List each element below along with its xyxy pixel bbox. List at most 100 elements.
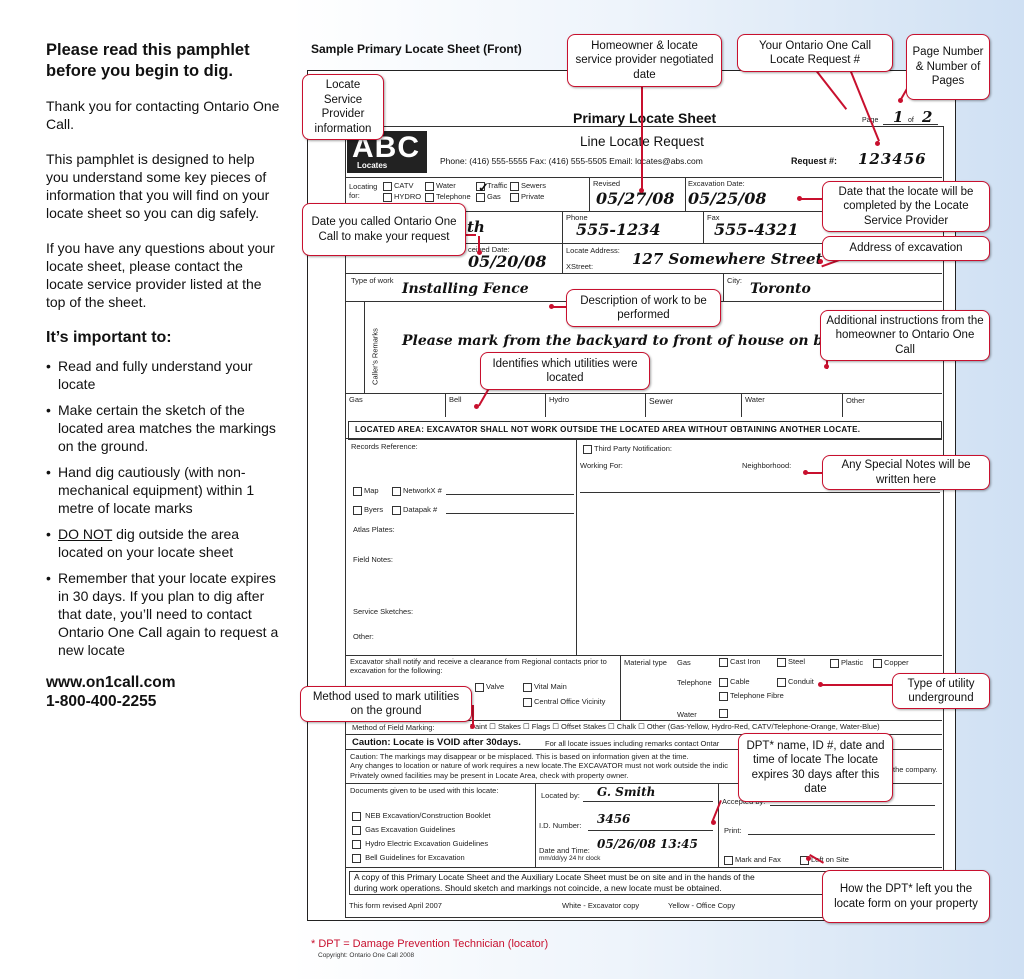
divider <box>364 301 365 393</box>
pointer-line <box>472 705 474 727</box>
doc-check-neb[interactable]: NEB Excavation/Construction Booklet <box>352 811 491 821</box>
divider <box>346 655 942 656</box>
address-value: 127 Somewhere Street <box>632 250 823 268</box>
fax-value: 555-4321 <box>714 220 799 239</box>
vital-main-check[interactable]: Vital Main <box>523 682 567 692</box>
divider <box>445 393 446 417</box>
type-of-work-value: Installing Fence <box>402 281 529 297</box>
byers-check[interactable]: Byers <box>353 505 383 515</box>
name-partial: th <box>467 218 485 236</box>
util-check-water[interactable]: Water <box>425 181 456 191</box>
request-number: 123456 <box>858 150 927 168</box>
divider <box>576 438 577 655</box>
valve-check[interactable]: Valve <box>475 682 504 692</box>
pointer-dot <box>818 682 823 687</box>
divider <box>346 393 942 394</box>
material-gas-label: Gas <box>677 658 691 667</box>
located-area-box <box>348 421 942 440</box>
util-check-telephone[interactable]: Telephone <box>425 192 471 202</box>
divider <box>588 830 713 831</box>
divider <box>346 273 942 274</box>
doc-check-gas[interactable]: Gas Excavation Guidelines <box>352 825 455 835</box>
service-sketches-label: Service Sketches: <box>353 607 414 616</box>
conduit-check[interactable]: Conduit <box>777 677 814 687</box>
list-item: •Read and fully understand your locate <box>46 358 253 392</box>
the-company-text: the company. <box>893 765 938 774</box>
sample-title: Sample Primary Locate Sheet (Front) <box>311 42 522 56</box>
telephone-fibre-check[interactable]: Telephone Fibre <box>719 691 784 701</box>
material-water-label: Water <box>677 710 697 719</box>
pointer-dot <box>477 250 482 255</box>
divider <box>346 783 942 784</box>
util-col-hydro: Hydro <box>549 395 570 404</box>
util-check-catv[interactable]: CATV <box>383 181 413 191</box>
divider <box>535 783 536 867</box>
important-list: •Read and fully understand your locate •… <box>46 357 281 659</box>
pointer-line <box>478 236 480 252</box>
util-check-hydro[interactable]: HYDRO <box>383 192 421 202</box>
caution-text-3: Privately owned facilities may be presen… <box>350 771 629 780</box>
third-party-check[interactable]: Third Party Notification: <box>583 444 672 454</box>
pointer-dot <box>818 259 823 264</box>
pointer-dot <box>898 98 903 103</box>
divider <box>723 273 724 301</box>
date-time-format: mm/dd/yy 24 hr clock <box>539 855 601 862</box>
util-check-traffic[interactable]: Traffic <box>476 181 507 191</box>
util-check-gas[interactable]: Gas <box>476 192 501 202</box>
id-number-label: I.D. Number: <box>539 821 582 830</box>
util-check-sewers[interactable]: Sewers <box>510 181 546 191</box>
steel-check[interactable]: Steel <box>777 657 805 667</box>
contact-block: www.on1call.com 1-800-400-2255 <box>46 673 281 711</box>
water-check[interactable] <box>719 708 730 718</box>
plastic-check[interactable]: Plastic <box>830 658 863 668</box>
pointer-line <box>466 234 476 236</box>
callout-work-description: Description of work to be performed <box>566 289 721 327</box>
datapak-check[interactable]: Datapak # <box>392 505 437 515</box>
util-col-gas: Gas <box>349 395 363 404</box>
divider <box>589 177 590 211</box>
divider <box>446 494 574 495</box>
intro-paragraph-1: Thank you for contacting Ontario One Cal… <box>46 98 280 132</box>
important-heading: It’s important to: <box>46 329 172 346</box>
website-link[interactable]: www.on1call.com <box>46 674 176 691</box>
callout-form-delivery: How the DPT* left you the locate form on… <box>822 870 990 923</box>
divider <box>562 211 563 243</box>
excavation-value: 05/25/08 <box>688 189 767 208</box>
yellow-copy-label: Yellow - Office Copy <box>668 901 736 910</box>
divider <box>770 805 935 806</box>
map-check[interactable]: Map <box>353 486 379 496</box>
cable-check[interactable]: Cable <box>719 677 750 687</box>
intro-paragraph-2: This pamphlet is designed to help you un… <box>46 151 270 221</box>
cast-iron-check[interactable]: Cast Iron <box>719 657 760 667</box>
xstreet-label: XStreet: <box>566 262 594 271</box>
divider <box>346 177 942 178</box>
callout-additional-instructions: Additional instructions from the homeown… <box>820 310 990 361</box>
method-marking-label: Method of Field Marking: <box>352 723 435 732</box>
divider <box>545 393 546 417</box>
callout-special-notes: Any Special Notes will be written here <box>822 455 990 490</box>
networkx-check[interactable]: NetworkX # <box>392 486 442 496</box>
pointer-line <box>826 357 828 369</box>
divider <box>741 393 742 417</box>
list-item: •Hand dig cautiously (with non-mechanica… <box>46 464 255 516</box>
pointer-dot <box>639 188 644 193</box>
mark-fax-check[interactable]: Mark and Fax <box>724 855 781 865</box>
records-reference-label: Records Reference: <box>351 442 418 451</box>
fax-label: Fax <box>707 213 720 222</box>
doc-check-hydro[interactable]: Hydro Electric Excavation Guidelines <box>352 839 488 849</box>
doc-check-bell[interactable]: Bell Guidelines for Excavation <box>352 853 465 863</box>
callout-excavation-address: Address of excavation <box>822 236 990 261</box>
revised-label: Revised <box>593 179 621 188</box>
material-type-label: Material type <box>624 658 667 667</box>
divider <box>346 867 942 868</box>
pointer-dot <box>875 141 880 146</box>
phone-label: Phone <box>566 213 588 222</box>
neighborhood-label: Neighborhood: <box>742 461 792 470</box>
divider <box>346 438 942 439</box>
util-check-private[interactable]: Private <box>510 192 544 202</box>
page-total: 2 <box>922 108 933 126</box>
received-label: ceived Date: <box>468 245 510 254</box>
copper-check[interactable]: Copper <box>873 658 909 668</box>
divider <box>883 124 938 125</box>
central-office-check[interactable]: Central Office Vicinity <box>523 697 605 707</box>
